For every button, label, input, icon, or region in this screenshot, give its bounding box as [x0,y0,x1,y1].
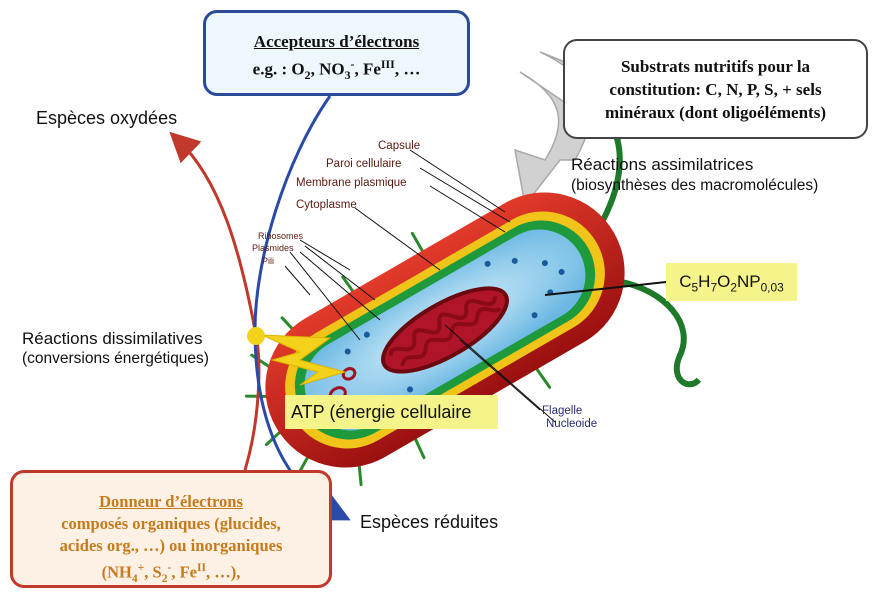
reaction-node-dot [247,327,265,345]
reduced-species-label: Espèces réduites [360,512,498,533]
donor-line3: (NH4+, S2-, FeII, …), [13,557,329,590]
assimilatory-subtitle: (biosynthèses des macromolécules) [571,177,818,195]
cytoplasm-label: Cytoplasme [296,199,357,211]
pili-label: Pili [262,256,274,266]
donor-s2-sub: 2 [162,573,168,585]
donor-fe: , Fe [171,563,197,582]
assimilatory-title: Réactions assimilatrices [571,155,753,175]
acc-suffix: , … [395,60,421,79]
acc-sep1: , NO [311,60,345,79]
capsule-label: Capsule [378,140,420,152]
donor-line2: acides org., …) ou inorganiques [13,535,329,557]
donor-fe-sup: II [197,562,206,574]
atp-label: ATP (énergie cellulaire [285,395,498,429]
substrates-line1: Substrats nutritifs pour la [565,55,866,78]
f-o: O [717,272,730,291]
donor-line1: composés organiques (glucides, [13,513,329,535]
ribosomes-label: Ribosomes [258,231,303,241]
cell-wall-label: Paroi cellulaire [326,158,401,170]
acceptors-title: Accepteurs d’électrons [206,31,467,53]
electron-acceptors-box: Accepteurs d’électrons e.g. : O2, NO3-, … [203,10,470,96]
dissimilatory-subtitle: (conversions énergétiques) [22,350,209,368]
nucleoid-label: Nucleoide [546,418,597,430]
acceptors-examples: e.g. : O2, NO3-, FeIII, … [206,53,467,86]
f-np: NP [737,272,761,291]
acc-prefix: e.g. : O [253,60,305,79]
substrates-line3: minéraux (dont oligoéléments) [565,101,866,124]
oxidation-arrow [178,140,259,470]
dissimilatory-title: Réactions dissimilatives [22,329,202,349]
donor-nh4-sub: 4 [132,573,138,585]
membrane-label: Membrane plasmique [296,177,407,189]
f-o-sub: 2 [730,280,737,294]
acc-sep2: , Fe [354,60,380,79]
oxidized-species-label: Espèces oxydées [36,108,177,129]
donor-nh: (NH [102,563,132,582]
acc-fe-sup: III [381,57,395,71]
substrates-line2: constitution: C, N, P, S, + sels [565,78,866,101]
f-h: H [698,272,710,291]
plasmids-label: Plasmides [252,243,294,253]
donor-end: , …), [206,563,240,582]
f-c: C [679,272,691,291]
f-p-sub: 0,03 [761,280,784,294]
substrates-box: Substrats nutritifs pour la constitution… [563,39,868,139]
flagella-label: Flagelle [542,405,582,417]
biomass-formula: C5H7O2NP0,03 [666,263,797,301]
donor-title: Donneur d’électrons [13,491,329,513]
electron-donor-box: Donneur d’électrons composés organiques … [10,470,332,588]
donor-s: , S [144,563,161,582]
